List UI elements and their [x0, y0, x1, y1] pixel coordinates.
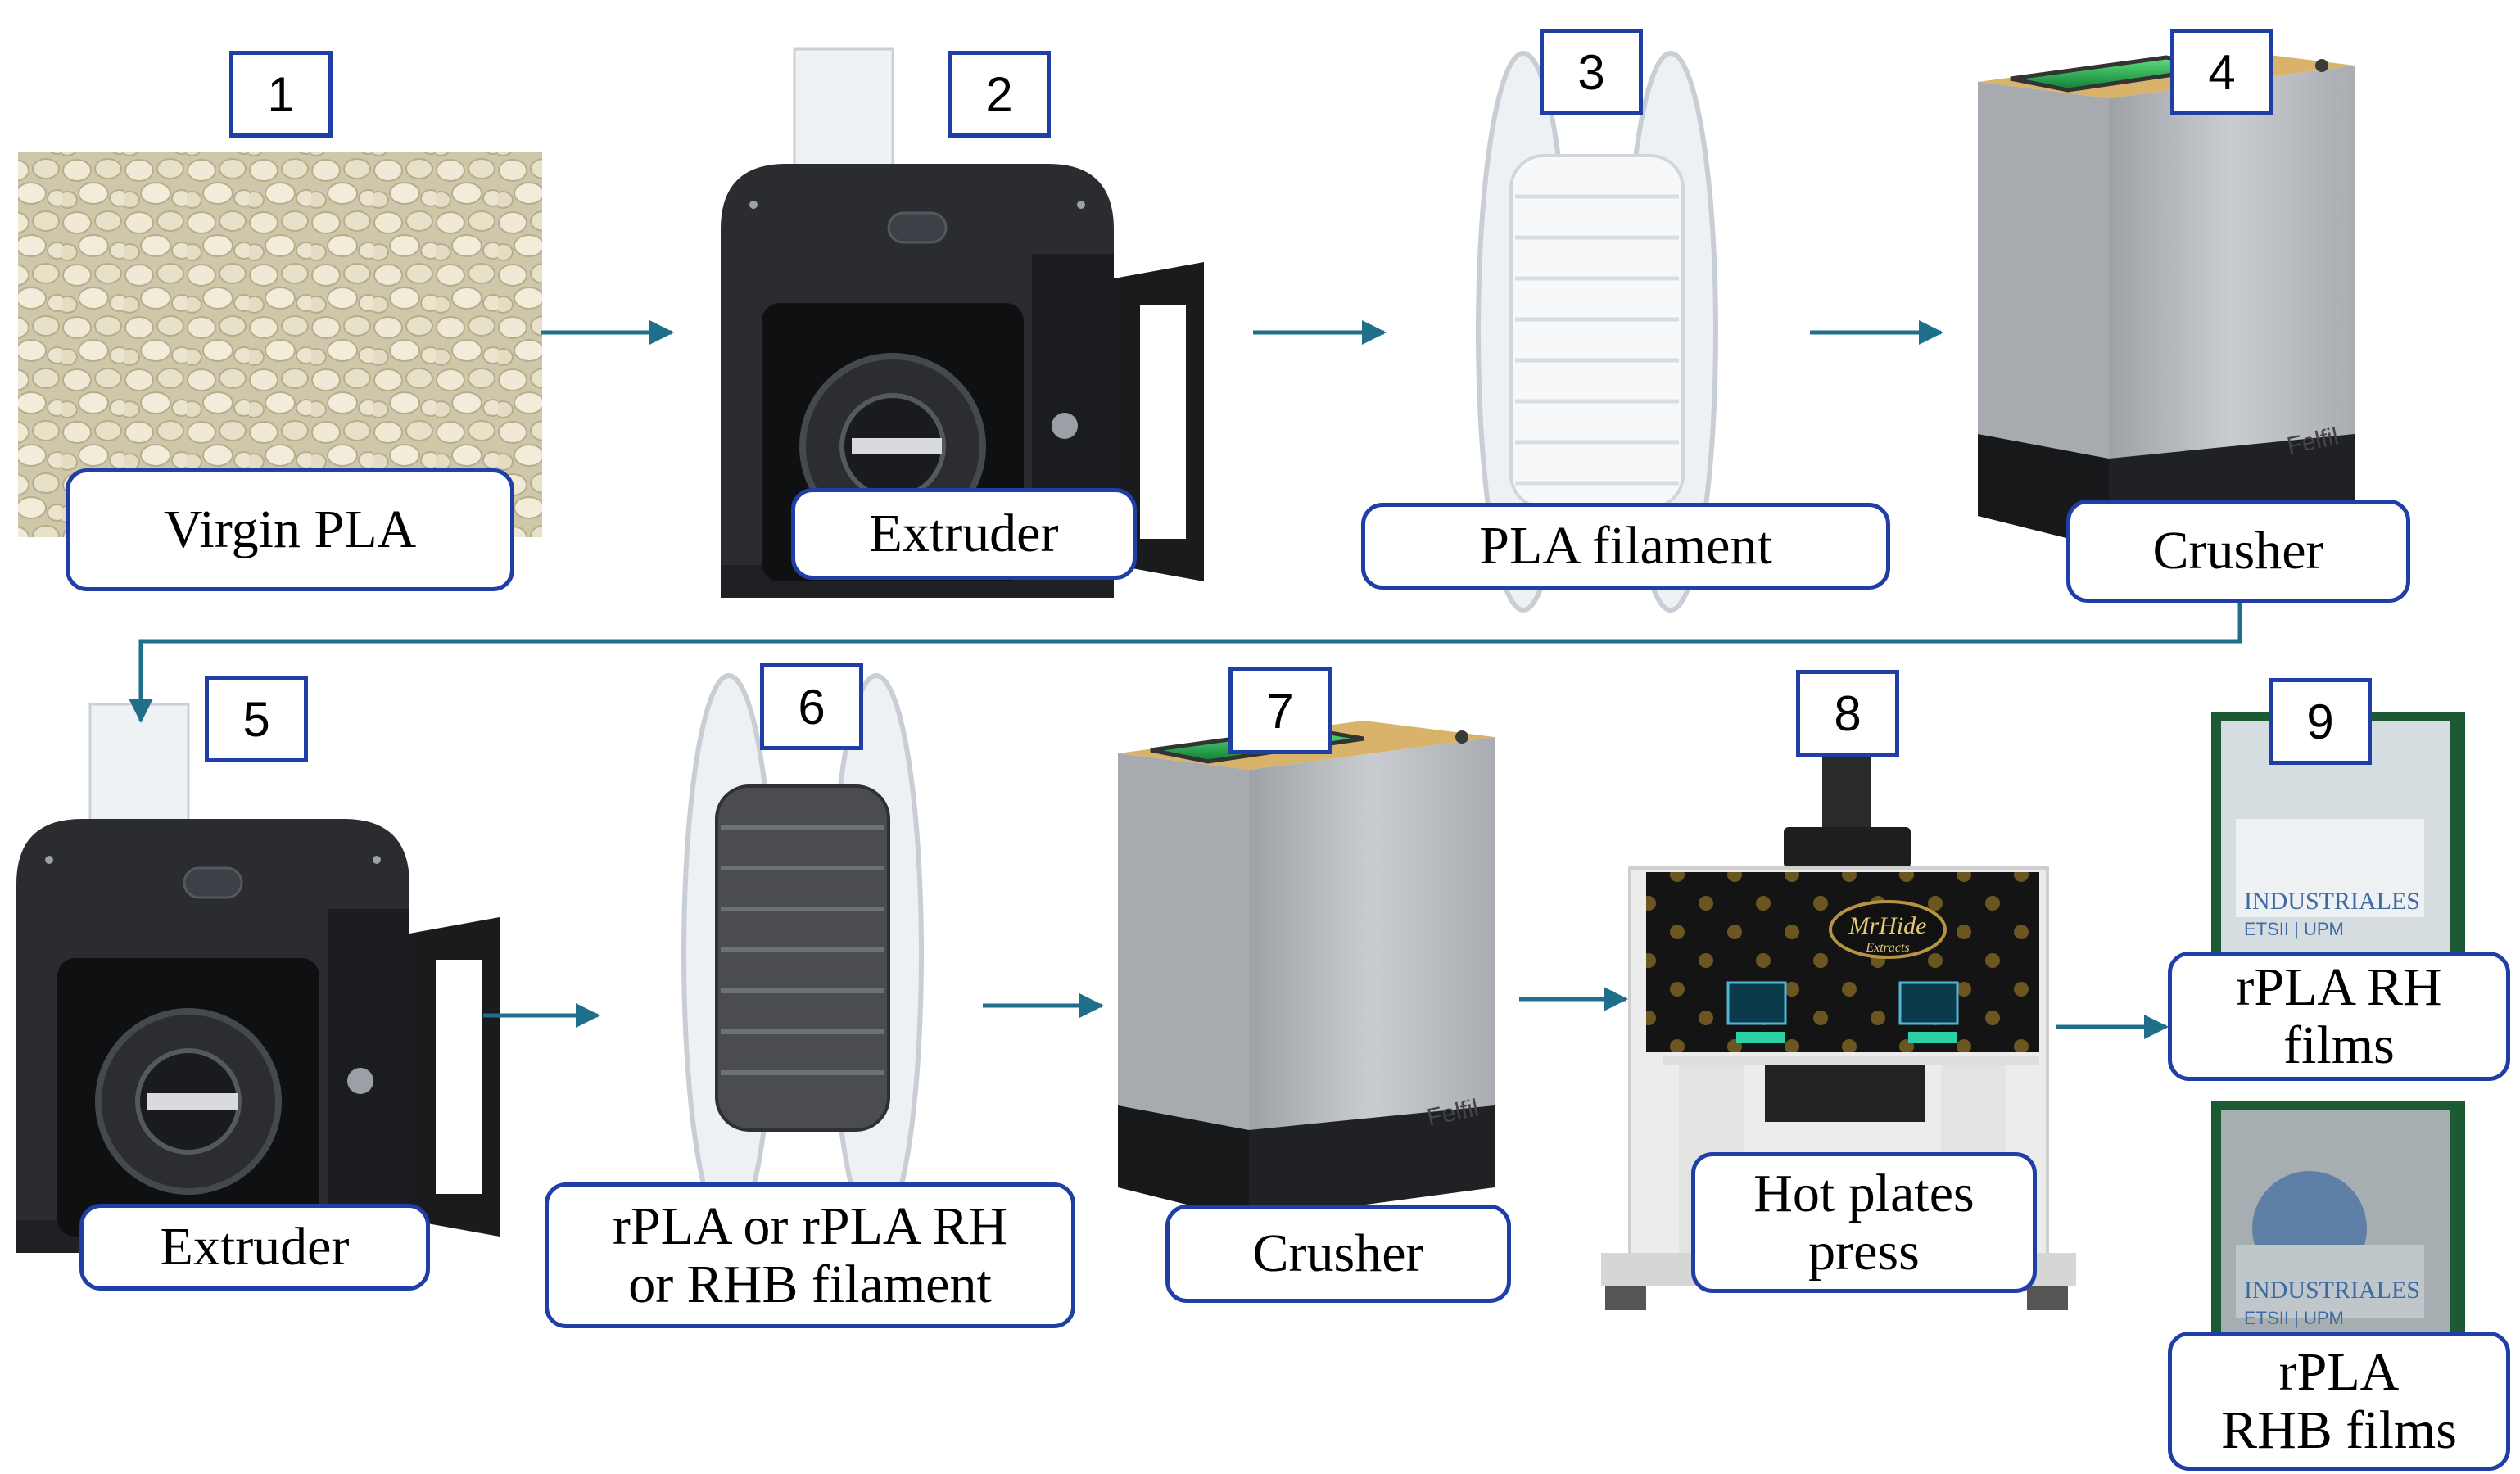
label-extruder-1: Extruder [791, 488, 1137, 580]
svg-text:INDUSTRIALES: INDUSTRIALES [2244, 888, 2420, 915]
rpla-rhb-film-photo: INDUSTRIALES ETSII | UPM [2211, 1101, 2465, 1355]
label-rpla-rhb-films: rPLA RHB films [2168, 1332, 2510, 1471]
svg-text:MrHide: MrHide [1848, 912, 1927, 939]
svg-text:ETSII | UPM: ETSII | UPM [2244, 919, 2344, 939]
svg-text:ETSII | UPM: ETSII | UPM [2244, 1308, 2344, 1328]
crusher-machine-1: Felfil [1978, 49, 2355, 549]
pla-filament-spool [1478, 53, 1716, 610]
label-pla-filament: PLA filament [1361, 503, 1890, 590]
label-virgin-pla: Virgin PLA [66, 468, 514, 591]
step-number-3: 3 [1540, 29, 1643, 115]
extruder-machine-2 [16, 704, 500, 1253]
step-number-6: 6 [760, 663, 863, 750]
svg-text:INDUSTRIALES: INDUSTRIALES [2244, 1277, 2420, 1304]
arrow-4-to-5 [129, 602, 2242, 723]
label-crusher-1: Crusher [2066, 500, 2410, 603]
step-number-4: 4 [2170, 29, 2273, 115]
flow-arrows [129, 320, 2242, 1039]
label-crusher-2: Crusher [1165, 1205, 1511, 1303]
step-number-9: 9 [2269, 678, 2372, 765]
recycled-filament-spool [684, 676, 921, 1232]
step-number-5: 5 [205, 676, 308, 762]
label-extruder-2: Extruder [79, 1204, 430, 1291]
crusher-machine-2: Felfil [1118, 721, 1495, 1220]
step-number-8: 8 [1796, 670, 1899, 757]
label-hot-plates-press: Hot plates press [1691, 1152, 2037, 1293]
step-number-1: 1 [229, 51, 333, 138]
svg-text:Extracts: Extracts [1865, 941, 1909, 955]
step-number-2: 2 [948, 51, 1051, 138]
label-rpla-rh-films: rPLA RH films [2168, 952, 2510, 1081]
label-recycled-filament: rPLA or rPLA RH or RHB filament [545, 1182, 1075, 1328]
step-number-7: 7 [1228, 667, 1332, 754]
